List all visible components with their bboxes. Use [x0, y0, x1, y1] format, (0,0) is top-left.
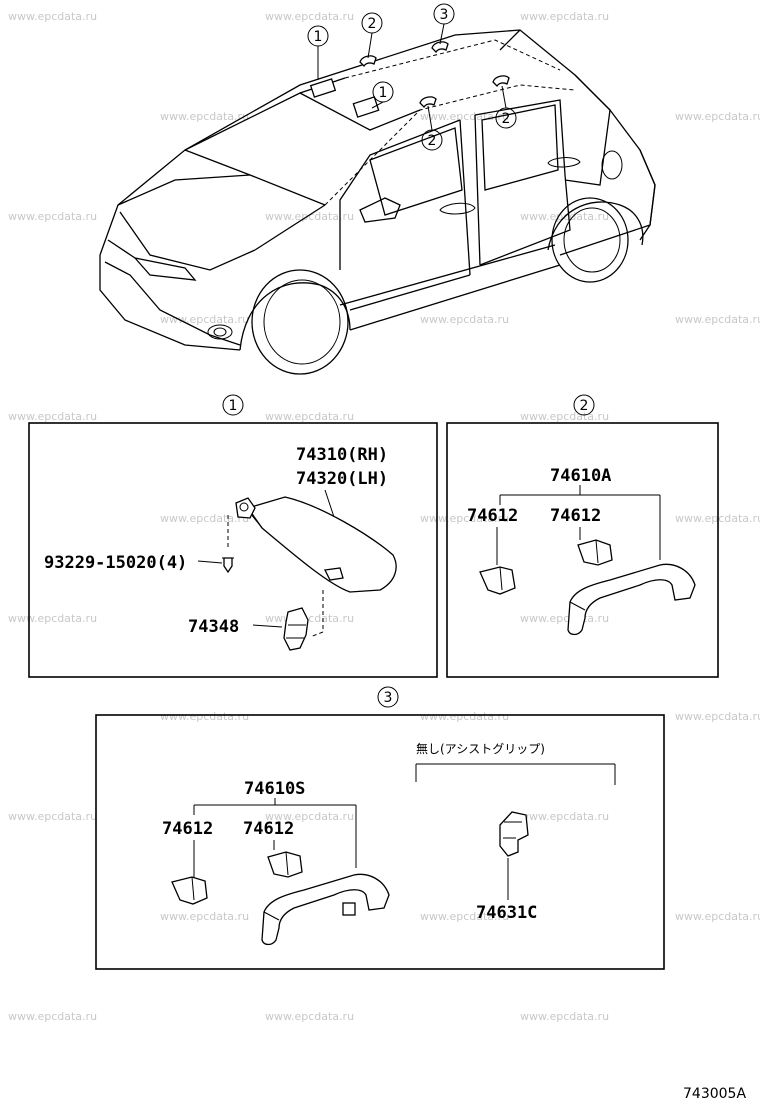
part-number-74610a: 74610A [550, 466, 611, 486]
part-number-74320: 74320(LH) [296, 469, 388, 489]
assist-grip [261, 873, 390, 946]
watermark: www.epcdata.ru [420, 512, 509, 525]
section-2-box [446, 422, 719, 678]
section-3-box [95, 714, 665, 970]
section-1-box [28, 422, 438, 678]
grip-bracket [499, 811, 529, 857]
diagram-code: 743005A [683, 1086, 746, 1102]
section-1-label: 1 [229, 398, 238, 414]
watermark: www.epcdata.ru [160, 710, 249, 723]
grip-cap [577, 539, 613, 566]
watermark: www.epcdata.ru [265, 10, 354, 23]
watermark: www.epcdata.ru [420, 910, 509, 923]
watermark: www.epcdata.ru [520, 410, 609, 423]
part-number-74612: 74612 [467, 506, 518, 526]
watermark: www.epcdata.ru [420, 313, 509, 326]
section-1: 1 74310(RH) 74320(LH) 93229-15020(4) 743… [28, 394, 438, 678]
part-number-74631c: 74631C [476, 903, 537, 923]
watermark: www.epcdata.ru [160, 313, 249, 326]
watermark: www.epcdata.ru [675, 110, 760, 123]
grip-cap [171, 876, 208, 905]
part-number-74610s: 74610S [244, 779, 305, 799]
watermark: www.epcdata.ru [265, 210, 354, 223]
callout-2: 2 [368, 16, 377, 32]
section-3: 3 74610S 74612 74612 無し(アシストグリップ) 74631C [95, 686, 665, 970]
grip-cap [267, 851, 303, 878]
watermark: www.epcdata.ru [520, 1010, 609, 1023]
sun-visor [246, 496, 397, 593]
watermark: www.epcdata.ru [265, 810, 354, 823]
watermark: www.epcdata.ru [8, 612, 97, 625]
car-illustration [99, 29, 656, 375]
callout-1: 1 [379, 85, 388, 101]
watermark: www.epcdata.ru [520, 10, 609, 23]
watermark: www.epcdata.ru [265, 612, 354, 625]
watermark: www.epcdata.ru [8, 410, 97, 423]
part-number-74612: 74612 [243, 819, 294, 839]
watermark: www.epcdata.ru [265, 410, 354, 423]
grip-cap [479, 566, 516, 595]
watermark: www.epcdata.ru [420, 710, 509, 723]
part-number-93229: 93229-15020(4) [44, 553, 187, 573]
watermark: www.epcdata.ru [8, 1010, 97, 1023]
part-number-74612: 74612 [162, 819, 213, 839]
callout-2: 2 [428, 133, 437, 149]
watermark: www.epcdata.ru [160, 910, 249, 923]
visor-clip [283, 607, 309, 651]
assist-grip [567, 563, 696, 636]
callout-1: 1 [314, 29, 323, 45]
watermark: www.epcdata.ru [8, 10, 97, 23]
watermark: www.epcdata.ru [675, 313, 760, 326]
watermark: www.epcdata.ru [520, 810, 609, 823]
watermark-layer: www.epcdata.ru www.epcdata.ru www.epcdat… [8, 10, 760, 1023]
callout-2: 2 [502, 111, 511, 127]
watermark: www.epcdata.ru [675, 710, 760, 723]
section-2-label: 2 [580, 398, 589, 414]
watermark: www.epcdata.ru [160, 512, 249, 525]
part-number-74612: 74612 [550, 506, 601, 526]
section-2: 2 74610A 74612 74612 [446, 394, 719, 678]
watermark: www.epcdata.ru [675, 910, 760, 923]
watermark: www.epcdata.ru [8, 210, 97, 223]
watermark: www.epcdata.ru [520, 612, 609, 625]
screw [223, 557, 233, 574]
callout-3: 3 [440, 7, 449, 23]
note-text: 無し(アシストグリップ) [416, 741, 545, 756]
part-number-74310: 74310(RH) [296, 445, 388, 465]
watermark: www.epcdata.ru [265, 1010, 354, 1023]
section-3-label: 3 [384, 690, 393, 706]
watermark: www.epcdata.ru [8, 810, 97, 823]
watermark: www.epcdata.ru [160, 110, 249, 123]
part-number-74348: 74348 [188, 617, 239, 637]
car-callouts: 1 2 3 1 2 2 [307, 3, 517, 151]
